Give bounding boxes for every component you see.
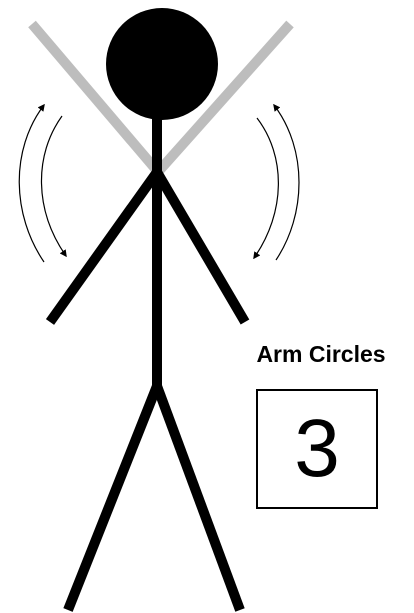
left-motion-arrow-inner: [41, 116, 66, 256]
left-motion-arrow-outer: [19, 105, 44, 262]
exercise-name: Arm Circles: [228, 341, 414, 368]
right-motion-arrow-inner: [254, 118, 278, 258]
right-leg: [157, 386, 240, 610]
repetition-count: 3: [294, 408, 340, 490]
head: [106, 8, 218, 120]
repetition-count-box: 3: [256, 389, 378, 509]
left-leg: [68, 386, 157, 610]
right-arm: [157, 172, 245, 322]
left-arm: [50, 172, 157, 322]
right-motion-arrow-outer: [274, 105, 299, 260]
